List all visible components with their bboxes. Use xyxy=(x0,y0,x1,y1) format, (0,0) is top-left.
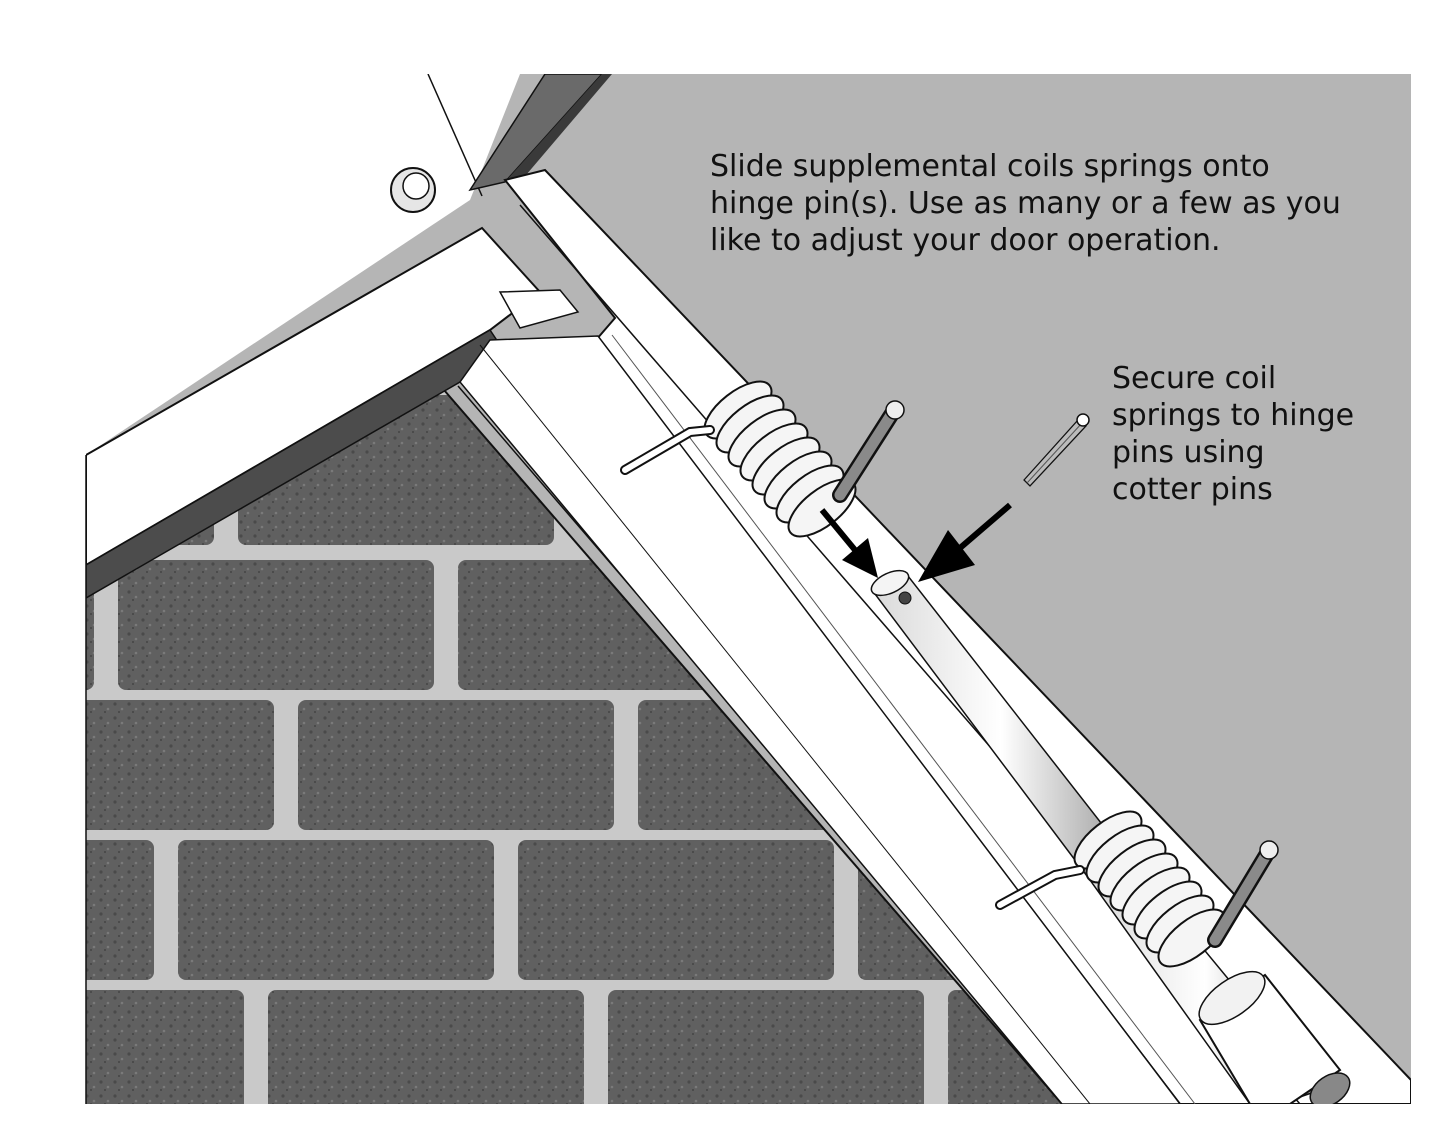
top-trim xyxy=(468,74,604,192)
instruction-line: Slide supplemental coils springs onto xyxy=(710,149,1270,184)
spring-arm xyxy=(832,400,905,503)
brick xyxy=(86,700,274,830)
brick xyxy=(608,990,924,1104)
instruction-slide-springs: Slide supplemental coils springs onto hi… xyxy=(710,148,1370,259)
instruction-secure-springs: Secure coil springs to hinge pins using … xyxy=(1112,360,1412,508)
instruction-line: like to adjust your door operation. xyxy=(710,223,1221,258)
door-bumper xyxy=(390,167,436,213)
brick xyxy=(178,840,494,980)
brick xyxy=(518,840,834,980)
brick xyxy=(86,840,154,980)
hinge-leaf xyxy=(459,335,1181,1104)
coil-spring-icon xyxy=(703,380,857,538)
instruction-line: Secure coil xyxy=(1112,361,1277,396)
instruction-line: pins using xyxy=(1112,435,1265,470)
arrow-icon xyxy=(819,508,878,578)
brick xyxy=(298,700,614,830)
spring-arm xyxy=(1207,840,1279,948)
brick xyxy=(86,560,94,690)
instruction-line: hinge pin(s). Use as many or a few as yo… xyxy=(710,186,1341,221)
brick xyxy=(86,990,244,1104)
instruction-line: cotter pins xyxy=(1112,472,1273,507)
brick xyxy=(268,990,584,1104)
arrow-icon xyxy=(918,502,1012,582)
cotter-pin-icon xyxy=(1023,413,1090,487)
brick xyxy=(118,560,434,690)
instruction-line: springs to hinge xyxy=(1112,398,1355,433)
hinge-knuckle xyxy=(1198,970,1351,1104)
